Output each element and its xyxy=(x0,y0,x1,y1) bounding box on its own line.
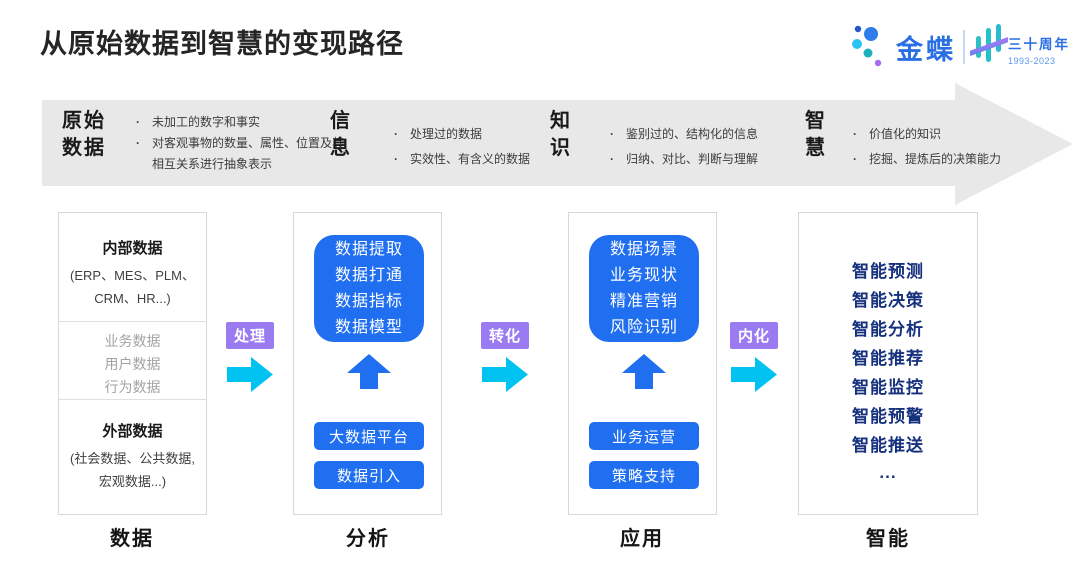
application-core-box: 数据场景 业务现状 精准营销 风险识别 xyxy=(589,235,699,342)
stage-bullet: 处理过的数据 xyxy=(394,124,580,145)
up-arrow-icon xyxy=(347,354,391,389)
anniversary-label: 三十周年 xyxy=(1008,37,1070,52)
stage-bullet: 挖掘、提炼后的决策能力 xyxy=(853,149,1034,170)
analysis-box: 数据提取 数据打通 数据指标 数据模型 大数据平台 数据引入 xyxy=(293,212,442,515)
stage-title: 知 识 xyxy=(550,110,572,159)
intelligence-item: 智能预测 xyxy=(852,262,924,281)
kingdee-brand-text: 金蝶 xyxy=(896,35,956,65)
anniversary-years: 1993-2023 xyxy=(1008,56,1056,66)
core-item: 数据打通 xyxy=(334,266,403,284)
logo-divider xyxy=(963,30,965,64)
external-data-heading: 外部数据 xyxy=(102,423,163,440)
page-title: 从原始数据到智慧的变现路径 xyxy=(40,29,404,59)
data-import-chip: 数据引入 xyxy=(314,461,424,489)
business-operation-chip: 业务运营 xyxy=(589,422,699,450)
stage-wisdom: 智 慧 价值化的知识 挖掘、提炼后的决策能力 xyxy=(805,108,1034,174)
stage-bullet: 实效性、有含义的数据 xyxy=(394,149,580,170)
stage-bullet: 鉴别过的、结构化的信息 xyxy=(610,124,816,145)
column-label-data: 数据 xyxy=(110,528,154,550)
middle-data-section: 业务数据 用户数据 行为数据 xyxy=(59,321,206,399)
intelligence-item: 智能预警 xyxy=(852,407,924,426)
right-arrow-icon xyxy=(227,357,273,392)
column-label-application: 应用 xyxy=(620,528,664,550)
intelligence-box: 智能预测 智能决策 智能分析 智能推荐 智能监控 智能预警 智能推送 ... xyxy=(798,212,978,515)
data-type-item: 行为数据 xyxy=(104,379,161,395)
intelligence-item: 智能决策 xyxy=(852,291,924,310)
right-arrow-icon xyxy=(482,357,528,392)
intelligence-item-more: ... xyxy=(879,463,897,482)
data-type-item: 业务数据 xyxy=(104,333,161,349)
big-data-platform-chip: 大数据平台 xyxy=(314,422,424,450)
intelligence-item: 智能推送 xyxy=(852,436,924,455)
strategy-support-chip: 策略支持 xyxy=(589,461,699,489)
connector-transform: 转化 xyxy=(477,322,533,393)
connector-internalize: 内化 xyxy=(726,322,782,393)
right-arrow-icon xyxy=(731,357,777,392)
core-item: 数据模型 xyxy=(334,318,403,336)
internal-data-detail: CRM、HR...) xyxy=(94,291,171,306)
stage-title: 信 息 xyxy=(330,110,352,159)
external-data-section: 外部数据 (社会数据、公共数据, 宏观数据...) xyxy=(59,399,206,514)
core-item: 风险识别 xyxy=(609,318,678,336)
intelligence-list: 智能预测 智能决策 智能分析 智能推荐 智能监控 智能预警 智能推送 ... xyxy=(799,213,977,486)
data-type-item: 用户数据 xyxy=(104,356,161,372)
internal-data-section: 内部数据 (ERP、MES、PLM、 CRM、HR...) xyxy=(59,213,206,321)
core-item: 数据提取 xyxy=(334,240,403,258)
intelligence-item: 智能推荐 xyxy=(852,349,924,368)
external-data-detail: 宏观数据...) xyxy=(98,474,167,489)
anniversary-text: 三十周年 1993-2023 xyxy=(1008,33,1070,66)
up-arrow-icon xyxy=(622,354,666,389)
core-item: 业务现状 xyxy=(609,266,678,284)
data-sources-box: 内部数据 (ERP、MES、PLM、 CRM、HR...) 业务数据 用户数据 … xyxy=(58,212,207,515)
internal-data-heading: 内部数据 xyxy=(102,240,163,257)
analysis-core-box: 数据提取 数据打通 数据指标 数据模型 xyxy=(314,235,424,342)
external-data-detail: (社会数据、公共数据, xyxy=(70,451,195,466)
core-item: 数据指标 xyxy=(334,292,403,310)
intelligence-item: 智能监控 xyxy=(852,378,924,397)
core-item: 精准营销 xyxy=(609,292,678,310)
column-label-intelligence: 智能 xyxy=(866,528,910,550)
stage-bullet: 对客观事物的数量、属性、位置及其相互关系进行抽象表示 xyxy=(136,133,348,175)
transform-label: 转化 xyxy=(481,322,529,349)
stage-knowledge: 知 识 鉴别过的、结构化的信息 归纳、对比、判断与理解 xyxy=(550,108,816,174)
internal-data-detail: (ERP、MES、PLM、 xyxy=(70,268,195,283)
stage-bullet: 归纳、对比、判断与理解 xyxy=(610,149,816,170)
kingdee-butterfly-icon xyxy=(852,25,882,67)
connector-process: 处理 xyxy=(222,322,278,393)
application-box: 数据场景 业务现状 精准营销 风险识别 业务运营 策略支持 xyxy=(568,212,717,515)
stage-bullet: 价值化的知识 xyxy=(853,124,1034,145)
stage-title: 原始 数据 xyxy=(62,110,106,159)
column-label-analysis: 分析 xyxy=(346,528,390,550)
stage-title: 智 慧 xyxy=(805,110,827,159)
internalize-label: 内化 xyxy=(730,322,778,349)
stage-bullet: 未加工的数字和事实 xyxy=(136,112,348,133)
stage-information: 信 息 处理过的数据 实效性、有含义的数据 xyxy=(330,108,580,174)
intelligence-item: 智能分析 xyxy=(852,320,924,339)
stage-raw-data: 原始 数据 未加工的数字和事实 对客观事物的数量、属性、位置及其相互关系进行抽象… xyxy=(62,108,348,175)
thirty-anniversary-mark-icon xyxy=(970,24,1008,62)
process-label: 处理 xyxy=(226,322,274,349)
core-item: 数据场景 xyxy=(609,240,678,258)
